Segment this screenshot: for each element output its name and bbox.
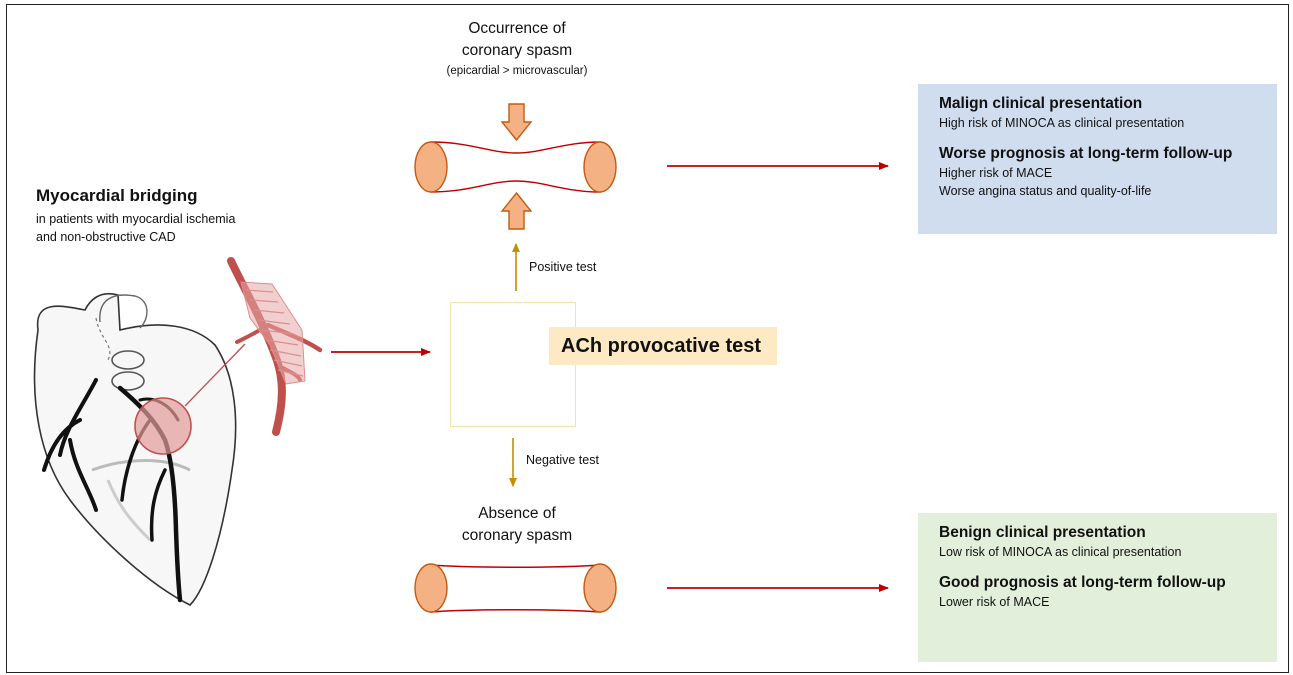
worse-prognosis-detail-2: Worse angina status and quality-of-life	[939, 184, 1152, 198]
compression-arrow-up	[500, 191, 533, 230]
good-prognosis-detail: Lower risk of MACE	[939, 595, 1050, 609]
worse-prognosis-heading: Worse prognosis at long-term follow-up	[939, 145, 1233, 162]
heart-illustration	[33, 292, 237, 606]
zoom-connector-line	[184, 343, 246, 407]
benign-detail: Low risk of MINOCA as clinical presentat…	[939, 545, 1182, 559]
ach-test-label: ACh provocative test	[549, 327, 777, 365]
compression-arrow-down	[500, 103, 533, 142]
myocardial-bridging-subtitle-2: and non-obstructive CAD	[36, 230, 176, 244]
figure-frame	[6, 4, 1289, 673]
positive-test-label: Positive test	[529, 260, 597, 274]
constricted-vessel	[414, 141, 617, 193]
malign-outcome-box: Malign clinical presentation High risk o…	[918, 84, 1277, 234]
normal-vessel	[414, 563, 617, 613]
bridging-highlight-circle	[134, 397, 192, 455]
malign-heading: Malign clinical presentation	[939, 95, 1143, 112]
occurrence-label-3: (epicardial > microvascular)	[446, 65, 588, 77]
malign-detail: High risk of MINOCA as clinical presenta…	[939, 116, 1185, 130]
absence-label-1: Absence of	[478, 505, 556, 522]
myocardial-bridging-title: Myocardial bridging	[36, 186, 198, 205]
occurrence-label-2: coronary spasm	[461, 42, 573, 59]
good-prognosis-heading: Good prognosis at long-term follow-up	[939, 574, 1226, 591]
myocardial-bridging-subtitle-1: in patients with myocardial ischemia	[36, 212, 236, 226]
bridged-artery-zoom	[227, 257, 323, 436]
negative-test-label: Negative test	[526, 453, 599, 467]
benign-heading: Benign clinical presentation	[939, 524, 1146, 541]
occurrence-label-1: Occurrence of	[468, 20, 566, 37]
absence-label-2: coronary spasm	[461, 527, 573, 544]
benign-outcome-box: Benign clinical presentation Low risk of…	[918, 513, 1277, 662]
worse-prognosis-detail-1: Higher risk of MACE	[939, 166, 1053, 180]
